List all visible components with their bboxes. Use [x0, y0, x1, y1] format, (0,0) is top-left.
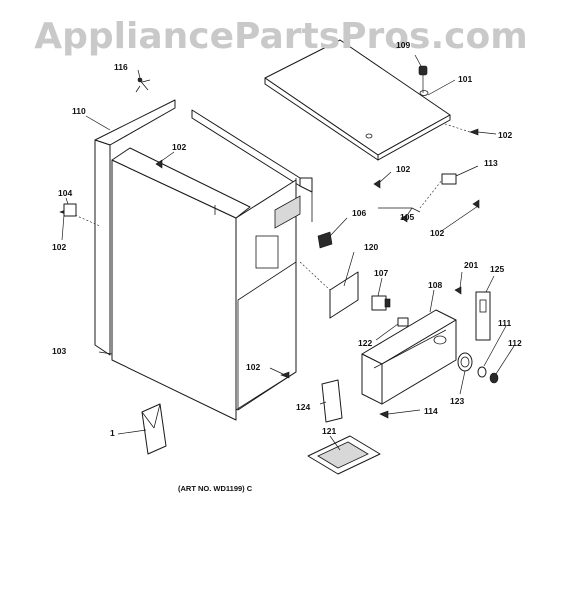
cover-plate-120-part: [299, 261, 359, 319]
callout-102-hinge-top: 102: [396, 164, 410, 174]
screw-102-top-right: [444, 123, 479, 136]
cabinet-side-panel: [235, 179, 301, 411]
callout-123: 123: [450, 396, 464, 406]
bracket-121-part: [307, 435, 381, 475]
callout-102-cabinet-top: 102: [172, 142, 186, 152]
knob-112-part: [489, 372, 499, 384]
screw-114-part: [379, 410, 389, 419]
callout-102-left: 102: [52, 242, 66, 252]
callout-1: 1: [110, 428, 115, 438]
callout-104: 104: [58, 188, 72, 198]
lever-116-part: [135, 77, 151, 93]
screw-201-part: [454, 286, 462, 295]
cabinet-front-panel: [111, 147, 251, 421]
callout-107: 107: [374, 268, 388, 278]
callout-102-hinge-bottom: 102: [430, 228, 444, 238]
callout-105: 105: [400, 212, 414, 222]
callout-106: 106: [352, 208, 366, 218]
callout-113: 113: [484, 158, 498, 168]
handle-124-part: [321, 379, 343, 423]
leader-lines: [61, 54, 515, 451]
callout-102-top-right: 102: [498, 130, 512, 140]
knob-111-part: [477, 366, 487, 378]
hinge-113-part: [378, 173, 457, 213]
knob-123-part: [457, 352, 473, 372]
bracket-125-part: [475, 291, 491, 341]
bracket-104-part: [63, 203, 77, 217]
clip-122-part: [397, 317, 409, 327]
callout-124: 124: [296, 402, 310, 412]
callout-201: 201: [464, 260, 478, 270]
control-console-108-part: [361, 309, 457, 405]
callout-125: 125: [490, 264, 504, 274]
callout-121: 121: [322, 426, 336, 436]
callout-102-cabinet-bottom: 102: [246, 362, 260, 372]
callout-108: 108: [428, 280, 442, 290]
callout-103: 103: [52, 346, 66, 356]
callout-110: 110: [72, 106, 86, 116]
callout-120: 120: [364, 242, 378, 252]
callout-101: 101: [458, 74, 472, 84]
screw-102-cabinet-bottom: [280, 371, 290, 379]
left-side-panel-part: [94, 99, 176, 356]
top-bumper-part: [418, 65, 428, 93]
top-cover-part: [264, 39, 451, 161]
callout-122: 122: [358, 338, 372, 348]
switch-107-part: [371, 295, 391, 311]
callout-114: 114: [424, 406, 438, 416]
callout-116: 116: [114, 62, 128, 72]
switch-106-part: [317, 231, 333, 249]
callout-109: 109: [396, 40, 410, 50]
watermark-text: AppliancePartsPros.com: [34, 16, 527, 57]
callout-111: 111: [498, 318, 512, 328]
literature-envelope-1-part: [141, 403, 167, 455]
callout-112: 112: [508, 338, 522, 348]
art-number-label: (ART NO. WD1199) C: [178, 484, 253, 493]
